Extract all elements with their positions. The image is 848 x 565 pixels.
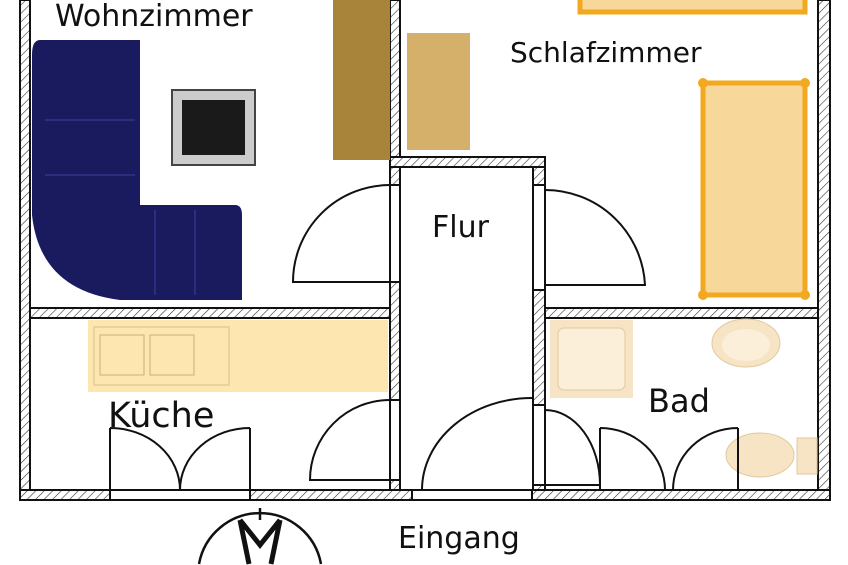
sofa — [32, 40, 242, 300]
cabinet — [407, 33, 470, 150]
wardrobe — [333, 0, 390, 160]
wall-outer-left — [19, 0, 31, 501]
wall-bottom-mid — [249, 489, 413, 501]
bathtub-shower — [550, 320, 633, 398]
wall-flur-left-a — [389, 166, 401, 186]
compass-icon — [197, 508, 323, 565]
bed-right — [698, 78, 810, 300]
window-kueche-double — [109, 427, 251, 491]
wall-wohn-schlaf — [389, 0, 401, 168]
washbasin — [711, 318, 781, 368]
wall-bottom-right — [531, 489, 831, 501]
tv — [171, 89, 256, 166]
doors — [109, 184, 739, 491]
wall-schlaf-bad — [544, 307, 819, 319]
window-kueche — [109, 489, 251, 501]
entrance-threshold — [411, 489, 533, 501]
label-eingang: Eingang — [398, 521, 520, 556]
sink-icon — [99, 334, 145, 376]
wall-flur-left-c — [389, 479, 401, 491]
bed-top — [577, 0, 808, 15]
door-bad[interactable] — [544, 409, 602, 486]
label-schlafzimmer: Schlafzimmer — [510, 36, 702, 69]
door-eingang[interactable] — [421, 397, 533, 491]
label-flur: Flur — [432, 210, 490, 245]
wall-bottom-left — [19, 489, 111, 501]
kitchen-counter — [88, 320, 388, 392]
walls — [19, 0, 831, 501]
door-kueche[interactable] — [308, 399, 391, 481]
wall-wohn-kueche — [29, 307, 391, 319]
door-bad-inner[interactable] — [599, 427, 739, 491]
wall-flur-right-b — [532, 289, 546, 406]
door-wohnzimmer[interactable] — [291, 184, 391, 283]
label-bad: Bad — [648, 382, 710, 420]
wall-flur-top — [389, 156, 546, 168]
toilet — [725, 432, 818, 478]
label-kueche: Küche — [108, 396, 214, 436]
label-wohnzimmer: Wohnzimmer — [55, 0, 253, 34]
wall-flur-right-a — [532, 166, 546, 186]
door-schlafzimmer[interactable] — [544, 188, 647, 286]
wall-outer-right — [817, 0, 831, 501]
door-frames — [389, 184, 546, 486]
wall-flur-left-b — [389, 281, 401, 401]
